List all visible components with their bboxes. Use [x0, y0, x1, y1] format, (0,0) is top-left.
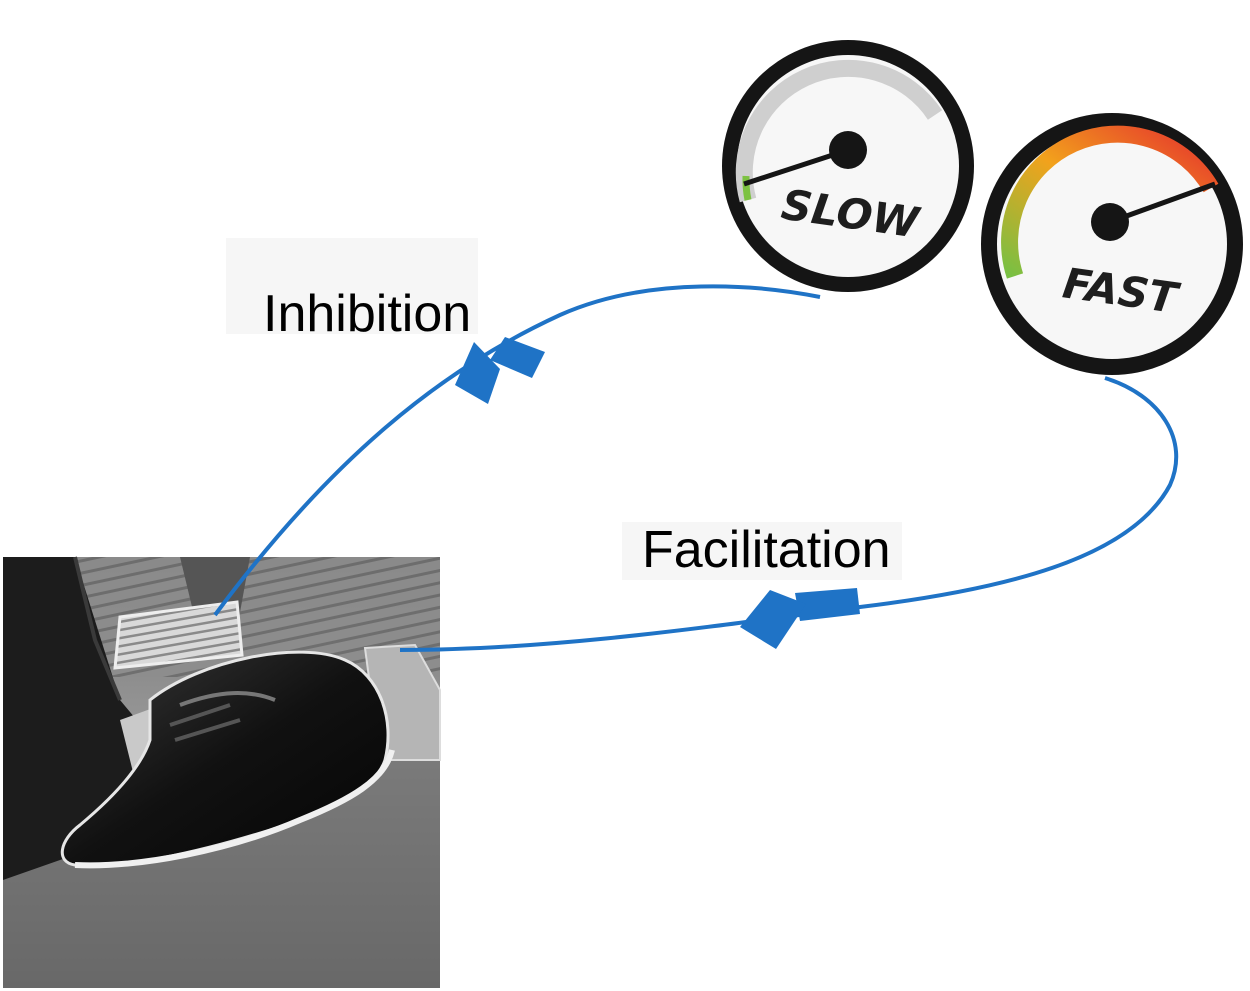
facilitation-label: Facilitation: [642, 524, 891, 576]
facilitation-arrow-icon: [740, 588, 860, 649]
slow-speedometer-icon: SLOW: [722, 40, 974, 292]
pedal-photo: [3, 557, 440, 988]
inhibition-label: Inhibition: [263, 288, 471, 340]
inhibition-arrow-icon: [455, 337, 545, 404]
fast-speedometer-icon: FAST: [981, 113, 1243, 375]
inhibition-label-box: Inhibition: [226, 238, 478, 334]
facilitation-label-box: Facilitation: [622, 522, 902, 580]
